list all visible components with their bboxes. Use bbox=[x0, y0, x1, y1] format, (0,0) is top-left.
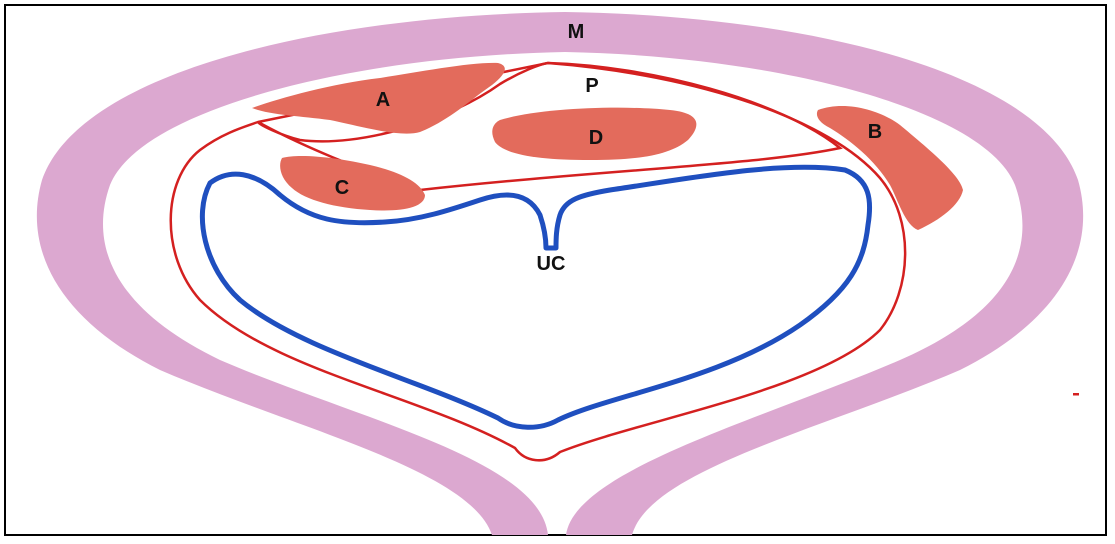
label-D: D bbox=[589, 127, 603, 149]
label-A: A bbox=[376, 89, 390, 111]
label-P: P bbox=[585, 75, 598, 97]
region-C bbox=[280, 156, 425, 211]
label-C: C bbox=[335, 177, 349, 199]
label-M: M bbox=[568, 21, 585, 43]
small-red-mark bbox=[1073, 393, 1079, 396]
label-UC: UC bbox=[537, 253, 566, 275]
label-B: B bbox=[868, 121, 882, 143]
